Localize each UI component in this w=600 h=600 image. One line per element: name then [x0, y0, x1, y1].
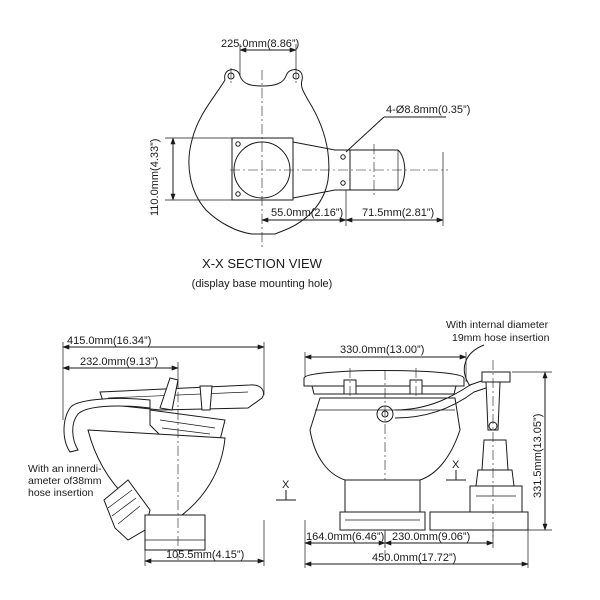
section-title: X-X SECTION VIEW	[202, 256, 323, 271]
dim-105: 105.5mm(4.15”)	[166, 549, 244, 561]
dim-450: 450.0mm(17.72”)	[372, 552, 456, 564]
pump-handle	[159, 377, 179, 411]
section-subtitle: (display base mounting hole)	[192, 278, 333, 290]
dim-55: 55.0mm(2.16”)	[271, 207, 343, 219]
pump-base	[469, 485, 523, 513]
lid	[303, 370, 465, 387]
dim-232: 232.0mm(9.13”)	[80, 356, 158, 368]
front-view: 330.0mm(13.00”)	[303, 319, 552, 568]
dim-110: 110.0mm(4.33”)	[149, 139, 161, 216]
section-marker: X	[452, 459, 460, 471]
dim-415: 415.0mm(16.34”)	[67, 335, 151, 347]
pump-handle	[481, 371, 511, 383]
hose-note: With an innerdi- ameter of38mm hose inse…	[28, 463, 104, 499]
dim-330: 330.0mm(13.00”)	[340, 344, 424, 356]
dim-hole: 4-Ø8.8mm(0.35”)	[386, 104, 470, 116]
mounting-hole	[340, 180, 346, 186]
dim-225: 225.0mm(8.86”)	[221, 38, 299, 50]
side-view: 415.0mm(16.34”) 232.0mm(9.13”) X 105.5mm…	[28, 335, 296, 566]
dim-71: 71.5mm(2.81”)	[362, 207, 434, 219]
base	[344, 479, 421, 513]
mounting-hole	[235, 141, 241, 147]
mounting-hole	[340, 154, 346, 160]
section-view: 225.0mm(8.86”) 110.0mm(4.33”) 4-Ø8.8mm(0…	[149, 38, 470, 290]
flange-plate	[231, 137, 294, 201]
section-marker: X	[282, 479, 290, 491]
base-plate-outline	[188, 69, 330, 235]
rinse-pipe	[63, 397, 151, 453]
base	[144, 514, 206, 551]
pipe-arm	[292, 141, 351, 199]
pump-column	[481, 439, 509, 471]
dim-331: 331.5mm(13.05”)	[532, 414, 544, 498]
dim-230: 230.0mm(9.06”)	[392, 531, 470, 543]
dim-164: 164.0mm(6.46”)	[306, 531, 384, 543]
hose-note: With internal diameter 19mm hose inserti…	[446, 319, 551, 344]
mounting-hole	[235, 191, 241, 197]
